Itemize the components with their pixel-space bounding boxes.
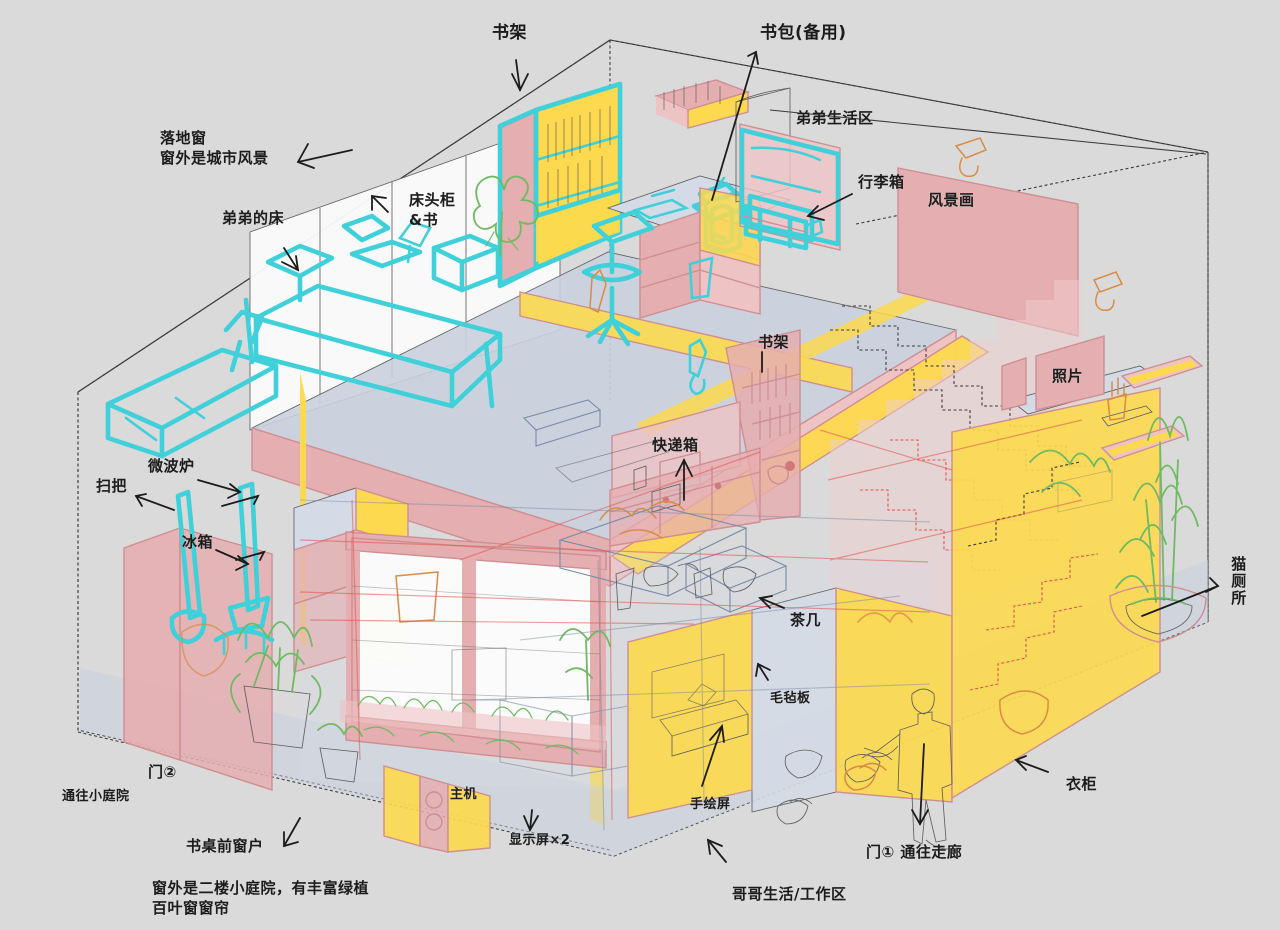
person-figure [863,688,955,850]
blue-construction-lines [299,499,931,831]
construction-lines [299,419,1083,821]
annotation-photo-frame: 照片 [1052,367,1084,385]
sofa-and-tea-table [558,500,788,613]
annotation-tea-table: 茶几 [790,611,822,629]
annotation-nightstand-books: 床头柜 &书 [409,191,456,230]
annotation-window-note: 窗外是二楼小庭院，有丰富绿植 百叶窗窗帘 [152,879,370,918]
loft-details [522,268,708,483]
annotation-backpack-spare: 书包(备用) [760,23,847,43]
annotation-younger-bed: 弟弟的床 [222,209,285,227]
annotation-brother-work-zone: 哥哥生活/工作区 [732,885,847,903]
annotation-brother-zone: 弟弟生活区 [796,109,874,127]
wall-sconce-lamps [954,137,1124,312]
right-shelves-and-plants [1001,335,1207,643]
annotation-bookshelf-mid: 书架 [758,333,790,351]
annotation-monitors: 显示屏×2 [509,833,571,848]
annotation-felt-board: 毛毡板 [770,691,811,706]
annotation-desk-window: 书桌前窗户 [186,837,264,855]
annotation-delivery-boxes: 快递箱 [652,436,699,454]
annotation-arrows [134,50,1220,863]
shoes-and-objects [776,762,887,825]
annotation-drawing-tablet: 手绘屏 [690,797,731,812]
annotation-landscape-painting: 风景画 [928,191,975,209]
pc-and-monitors [383,699,629,853]
entrance-plants [181,621,363,783]
desk-front-window [340,531,611,769]
loft-plant [472,175,539,257]
annotation-suitcase: 行李箱 [858,173,905,191]
wardrobe-wall [951,387,1161,800]
annotation-to-courtyard: 通往小庭院 [62,789,130,804]
annotation-door-1: 门① 通往走廊 [866,843,963,861]
annotation-microwave: 微波炉 [148,457,195,475]
annotation-pc-tower: 主机 [450,787,478,802]
annotation-cat-toilet: 猫厕所 [1229,556,1248,607]
kitchen-wall [123,481,409,791]
annotation-wardrobe: 衣柜 [1066,775,1098,793]
mid-bookshelf [609,329,801,547]
annotation-floor-window: 落地窗 窗外是城市风景 [160,129,269,168]
annotation-broom: 扫把 [96,477,128,495]
annotation-door-2: 门② [148,763,177,781]
annotation-fridge: 冰箱 [182,533,214,551]
annotation-bookshelf-top: 书架 [492,23,527,43]
